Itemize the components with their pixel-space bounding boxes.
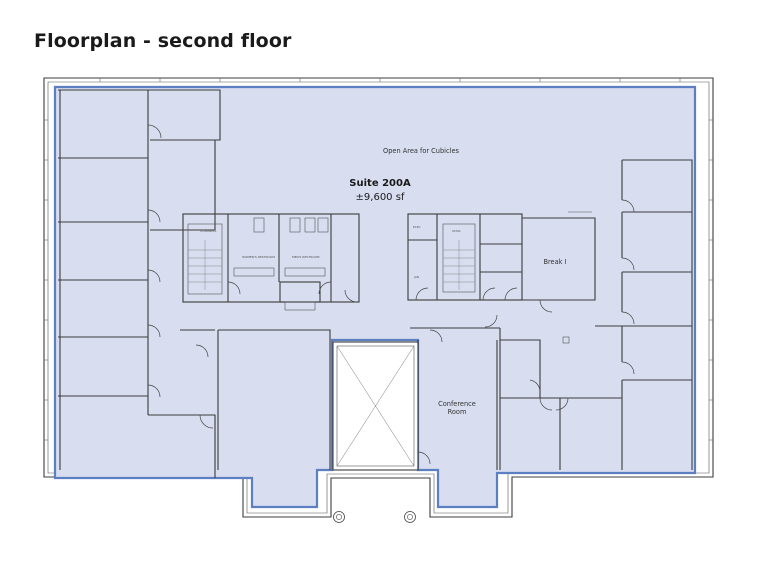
svg-text:MEN'S RESTROOM: MEN'S RESTROOM — [292, 255, 320, 259]
svg-text:ELEC: ELEC — [413, 225, 421, 229]
left-offices — [58, 89, 221, 478]
svg-text:JAN: JAN — [413, 275, 419, 279]
svg-text:WOMEN'S RESTROOM: WOMEN'S RESTROOM — [242, 255, 275, 259]
suite-area-label: ±9,600 sf — [356, 192, 405, 203]
page-title: Floorplan - second floor — [34, 30, 292, 52]
right-offices — [410, 159, 693, 470]
svg-text:STAIR: STAIR — [452, 229, 461, 233]
break-room-label: Break I — [543, 258, 566, 266]
open-area-label: Open Area for Cubicles — [383, 147, 459, 155]
open-to-below-void — [332, 341, 419, 471]
conference-room-label-line2: Room — [448, 408, 467, 416]
suite-name-label: Suite 200A — [349, 178, 411, 189]
break-room — [522, 211, 596, 313]
entry-corridor — [217, 329, 331, 470]
conference-room-label-line1: Conference — [438, 400, 476, 408]
central-core: STAIRWELL WOMEN'S RESTROOM MEN'S RESTROO… — [182, 213, 523, 311]
window-marks — [44, 78, 713, 441]
exterior-columns — [333, 511, 416, 523]
svg-text:STAIRWELL: STAIRWELL — [200, 229, 217, 233]
